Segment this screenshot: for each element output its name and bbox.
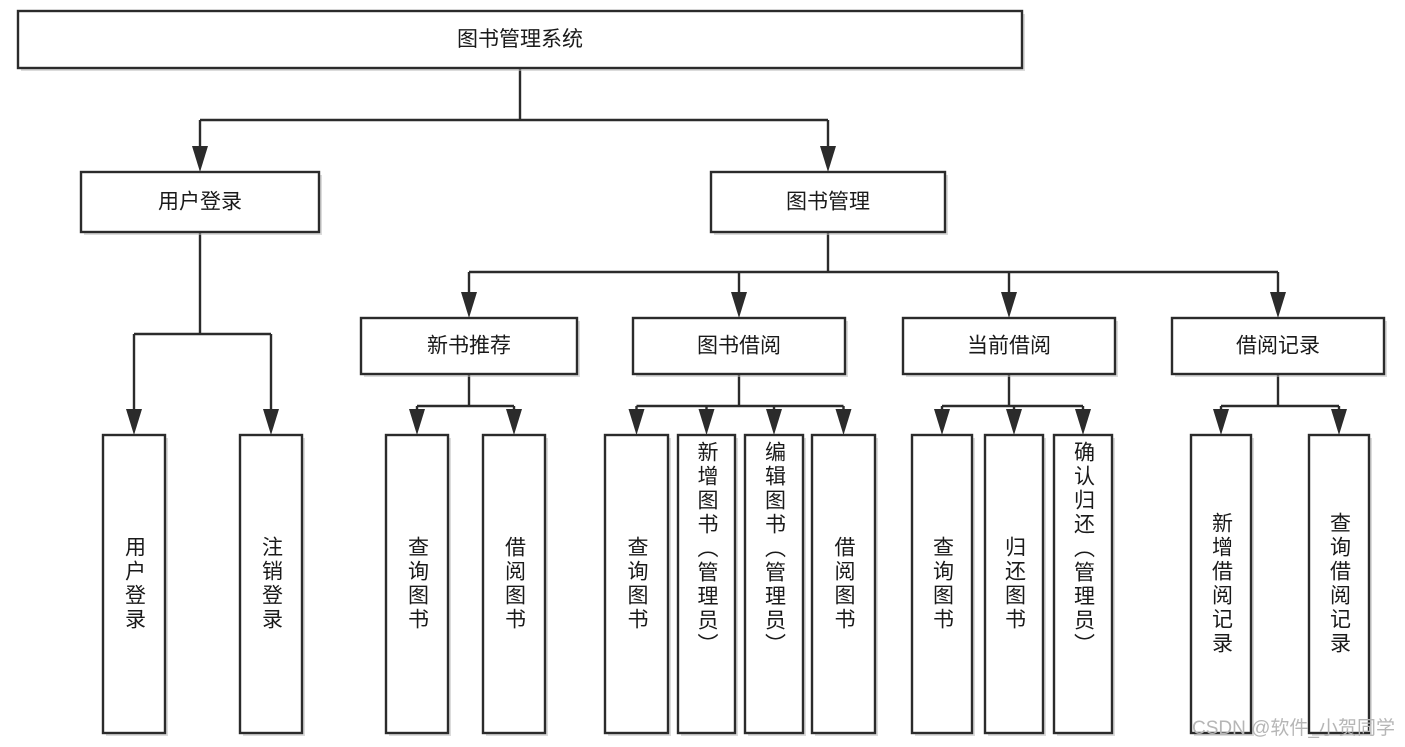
node-leaf_0[interactable] [101,433,168,736]
connector-group-l1_1 [461,232,1286,318]
node-leaf_7[interactable] [810,433,878,736]
node-leaf_10[interactable] [1052,433,1115,736]
node-leaf_3[interactable] [481,433,548,736]
node-rect[interactable] [810,433,877,735]
node-rect[interactable] [1307,433,1371,735]
arrow-head-icon [263,409,279,435]
node-rect[interactable] [101,433,167,735]
node-l2_0[interactable]: 新书推荐 [359,316,580,377]
arrow-head-icon [409,409,425,435]
node-rect[interactable] [983,433,1045,735]
node-l2_2[interactable]: 当前借阅 [901,316,1118,377]
connector-group-root [192,68,836,172]
arrow-head-icon [1331,409,1347,435]
node-rect[interactable] [359,316,579,376]
node-rect[interactable] [603,433,670,735]
node-leaf_4[interactable] [603,433,671,736]
arrow-head-icon [835,409,852,435]
arrow-head-icon [1001,292,1017,318]
arrow-head-icon [934,409,950,435]
node-leaf_12[interactable] [1307,433,1372,736]
arrow-head-icon [126,409,142,435]
node-label: 当前借阅 [967,335,1051,358]
arrow-head-icon [1006,409,1022,435]
connector-group-l2_1 [628,374,852,435]
node-label: 图书借阅 [697,335,781,358]
node-rect[interactable] [238,433,304,735]
node-rect[interactable] [1170,316,1386,376]
node-rect[interactable] [910,433,974,735]
connector-group-l1_0 [126,232,279,435]
node-rect[interactable] [16,9,1024,70]
node-root[interactable]: 图书管理系统 [16,9,1025,71]
node-leaf_1[interactable] [238,433,305,736]
connector-group-l2_0 [409,374,522,435]
node-l2_3[interactable]: 借阅记录 [1170,316,1387,377]
node-l2_1[interactable]: 图书借阅 [631,316,848,377]
node-rect[interactable] [481,433,547,735]
arrow-head-icon [506,409,522,435]
arrow-head-icon [766,409,782,435]
node-leaf_6[interactable] [743,433,806,736]
arrow-head-icon [461,292,477,318]
arrow-head-icon [1270,292,1286,318]
node-leaf_5[interactable] [676,433,738,736]
arrow-head-icon [192,146,208,172]
arrow-head-icon [1213,409,1229,435]
node-l1_0[interactable]: 用户登录 [79,170,322,235]
node-rect[interactable] [1052,433,1114,735]
arrow-head-icon [1075,409,1091,435]
node-rect[interactable] [743,433,805,735]
node-leaf_9[interactable] [983,433,1046,736]
node-leaf_8[interactable] [910,433,975,736]
node-label: 图书管理 [786,191,870,214]
node-rect[interactable] [631,316,847,376]
arrow-head-icon [698,409,715,435]
node-l1_1[interactable]: 图书管理 [709,170,948,235]
node-rect[interactable] [676,433,737,735]
node-rect[interactable] [384,433,450,735]
arrow-head-icon [628,409,645,435]
node-leaf_2[interactable] [384,433,451,736]
node-label: 图书管理系统 [457,28,583,51]
node-rect[interactable] [709,170,947,234]
node-rect[interactable] [79,170,321,234]
connector-group-l2_2 [934,374,1091,435]
arrow-head-icon [731,292,747,318]
node-rect[interactable] [901,316,1117,376]
arrow-head-icon [820,146,836,172]
node-label: 用户登录 [158,191,242,214]
node-label: 借阅记录 [1236,335,1320,358]
connector-group-l2_3 [1213,374,1347,435]
node-label: 新书推荐 [427,335,511,358]
node-rect[interactable] [1189,433,1253,735]
node-leaf_11[interactable] [1189,433,1254,736]
